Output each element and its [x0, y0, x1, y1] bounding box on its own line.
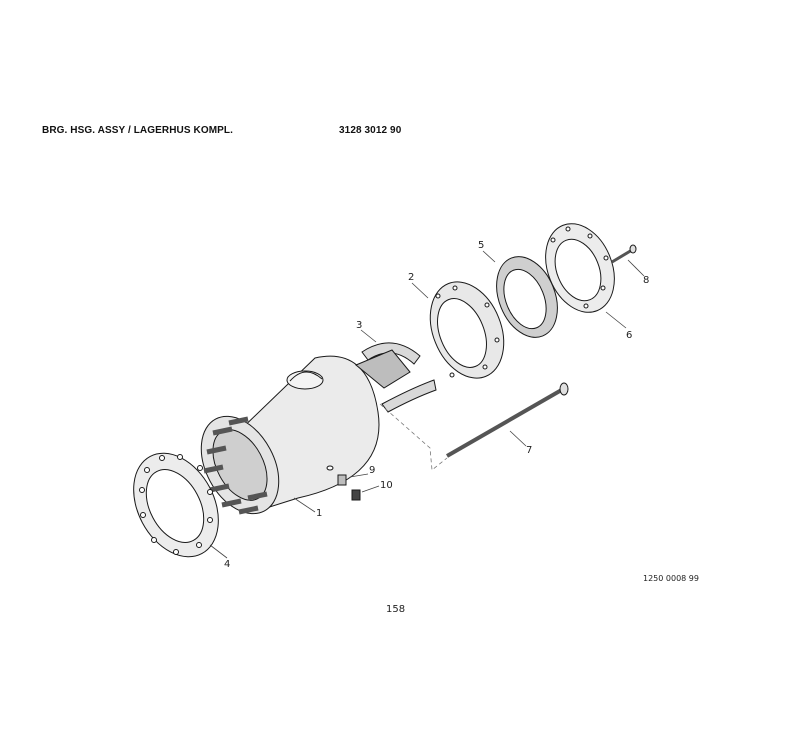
- part-1-housing: [200, 355, 380, 515]
- part-2-ring: [429, 281, 505, 379]
- callout-1: 1: [316, 508, 322, 519]
- part-10-nipple: [351, 489, 361, 501]
- part-3-shells: [355, 342, 437, 413]
- drawing-title: BRG. HSG. ASSY / LAGERHUS KOMPL.: [42, 125, 233, 136]
- drawing-number: 1250 0008 99: [643, 574, 699, 583]
- page-number: 158: [386, 604, 406, 615]
- part-number: 3128 3012 90: [339, 125, 402, 136]
- assembly-path: [379, 403, 448, 471]
- part-9-plug: [337, 474, 347, 486]
- part-6-cover: [545, 223, 615, 313]
- callout-6: 6: [626, 330, 632, 341]
- callout-5: 5: [478, 240, 484, 251]
- part-4-flange: [133, 452, 219, 558]
- callout-2: 2: [408, 272, 414, 283]
- part-5-bearing: [496, 256, 558, 338]
- callout-10: 10: [380, 480, 393, 491]
- callout-8: 8: [643, 275, 649, 286]
- callout-9: 9: [369, 465, 375, 476]
- part-8-screw: [611, 244, 637, 264]
- callout-7: 7: [526, 445, 532, 456]
- callout-3: 3: [356, 320, 362, 331]
- callout-4: 4: [224, 559, 230, 570]
- part-7-bolt: [446, 382, 569, 458]
